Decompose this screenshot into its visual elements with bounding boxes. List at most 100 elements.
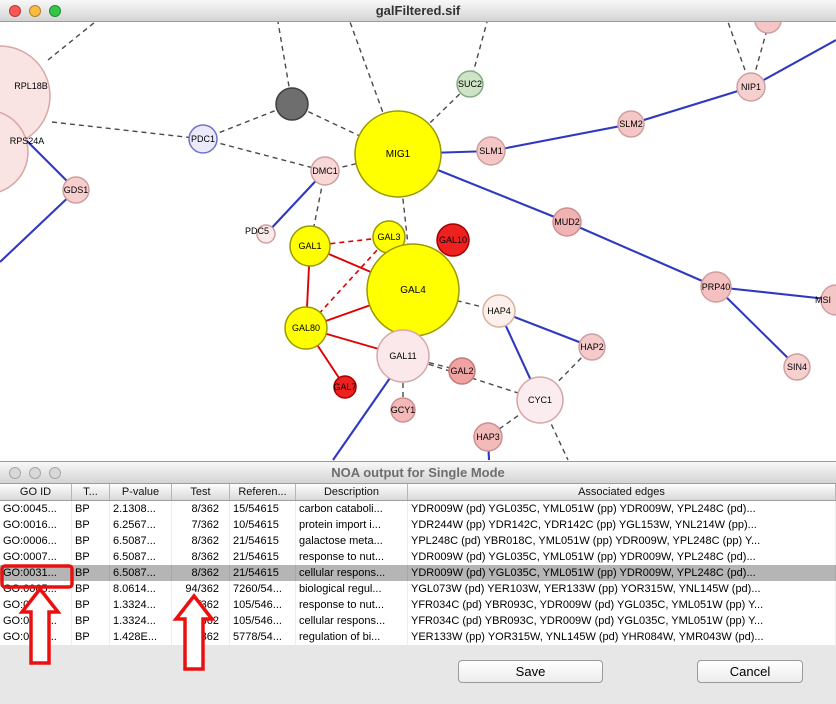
node-gds1[interactable] [62,176,90,204]
edge-blue[interactable] [332,377,391,461]
noa-window-title: NOA output for Single Mode [331,465,505,480]
noa-window-titlebar[interactable]: NOA output for Single Mode [0,462,836,484]
edge-blue[interactable] [750,39,836,88]
edge-dashed[interactable] [349,22,399,155]
node-label-suc2: SUC2 [458,79,482,89]
node-suc2[interactable] [456,70,484,98]
edge-blue[interactable] [715,286,798,368]
node-msi[interactable] [820,284,836,316]
table-cell: BP [72,501,110,517]
edge-blue[interactable] [566,221,717,288]
node-gal2[interactable] [448,357,476,385]
edge-blue[interactable] [715,285,836,302]
node-prp40[interactable] [700,271,732,303]
minimize-button[interactable] [29,466,41,479]
edge-blue[interactable] [0,189,77,263]
node-top-right-node[interactable] [754,22,782,34]
table-cell: BP [72,565,110,581]
table-cell: YDR009W (pd) YGL035C, YML051W (pp) YDR00… [408,549,836,565]
window-controls [9,462,61,483]
table-cell: biological regul... [296,581,408,597]
node-label-dmc1: DMC1 [312,166,338,176]
node-label-hap2: HAP2 [580,342,604,352]
node-gal80[interactable] [284,306,328,350]
node-label-mud2: MUD2 [554,217,580,227]
node-sin4[interactable] [783,353,811,381]
edge-dashed[interactable] [397,83,471,155]
node-gcy1[interactable] [390,397,416,423]
node-slm2[interactable] [617,110,645,138]
table-cell: BP [72,613,110,629]
node-label-gal3: GAL3 [377,232,400,242]
node-gal1[interactable] [289,225,331,267]
node-label-nip1: NIP1 [741,82,761,92]
node-pdc1[interactable] [188,124,218,154]
node-gal7[interactable] [333,375,357,399]
node-cyc1[interactable] [516,376,564,424]
node-mig1[interactable] [354,110,442,198]
column-header-referen[interactable]: Referen... [230,484,296,500]
column-header-associated-edges[interactable]: Associated edges [408,484,836,500]
column-header-description[interactable]: Description [296,484,408,500]
node-label-slm1: SLM1 [479,146,503,156]
node-unlabeled-dark[interactable] [275,87,309,121]
edge-dashed[interactable] [202,138,326,172]
zoom-button[interactable] [49,4,61,17]
column-header-test[interactable]: Test [172,484,230,500]
save-button[interactable]: Save [458,660,603,683]
node-nip1[interactable] [736,72,766,102]
edge-dashed[interactable] [291,103,399,155]
cancel-button[interactable]: Cancel [697,660,803,683]
node-hap3[interactable] [473,422,503,452]
table-cell: 1.3324... [110,597,172,613]
node-rps24a[interactable] [0,110,29,194]
node-label-pdc1: PDC1 [191,134,215,144]
node-label-gal10: GAL10 [439,235,467,245]
node-hap2[interactable] [578,333,606,361]
node-label-prp40: PRP40 [702,282,731,292]
edge-dashed[interactable] [47,22,96,61]
node-pdc5[interactable] [256,224,276,244]
column-header-go-id[interactable]: GO ID [0,484,72,500]
table-cell: 11/362 [172,613,230,629]
zoom-button[interactable] [49,466,61,479]
network-window-titlebar[interactable]: galFiltered.sif [0,0,836,22]
edge-blue[interactable] [490,122,632,153]
table-cell: 21/54615 [230,549,296,565]
node-mud2[interactable] [552,207,582,237]
node-label-gal2: GAL2 [450,366,473,376]
node-hap4[interactable] [482,294,516,328]
table-cell: GO:0016... [0,517,72,533]
table-cell: response to nut... [296,597,408,613]
edge-dashed[interactable] [51,121,204,140]
edge-dashed[interactable] [202,103,293,140]
network-canvas[interactable]: RPL18BRPS24AGDS1PDC1DMC1MIG1SUC2SLM1SLM2… [0,22,836,461]
edge-dashed[interactable] [402,355,541,401]
close-button[interactable] [9,466,21,479]
table-cell: YDR009W (pd) YGL035C, YML051W (pp) YDR00… [408,565,836,581]
edge-blue[interactable] [630,85,752,126]
column-header-t[interactable]: T... [72,484,110,500]
table-cell: 6.5087... [110,565,172,581]
node-slm1[interactable] [476,136,506,166]
node-dmc1[interactable] [310,156,340,186]
column-header-p-value[interactable]: P-value [110,484,172,500]
minimize-button[interactable] [29,4,41,17]
close-button[interactable] [9,4,21,17]
table-cell: BP [72,533,110,549]
node-gal10[interactable] [436,223,470,257]
node-label-rpl18b: RPL18B [14,81,48,91]
table-cell: 15/54615 [230,501,296,517]
node-gal11[interactable] [376,329,430,383]
